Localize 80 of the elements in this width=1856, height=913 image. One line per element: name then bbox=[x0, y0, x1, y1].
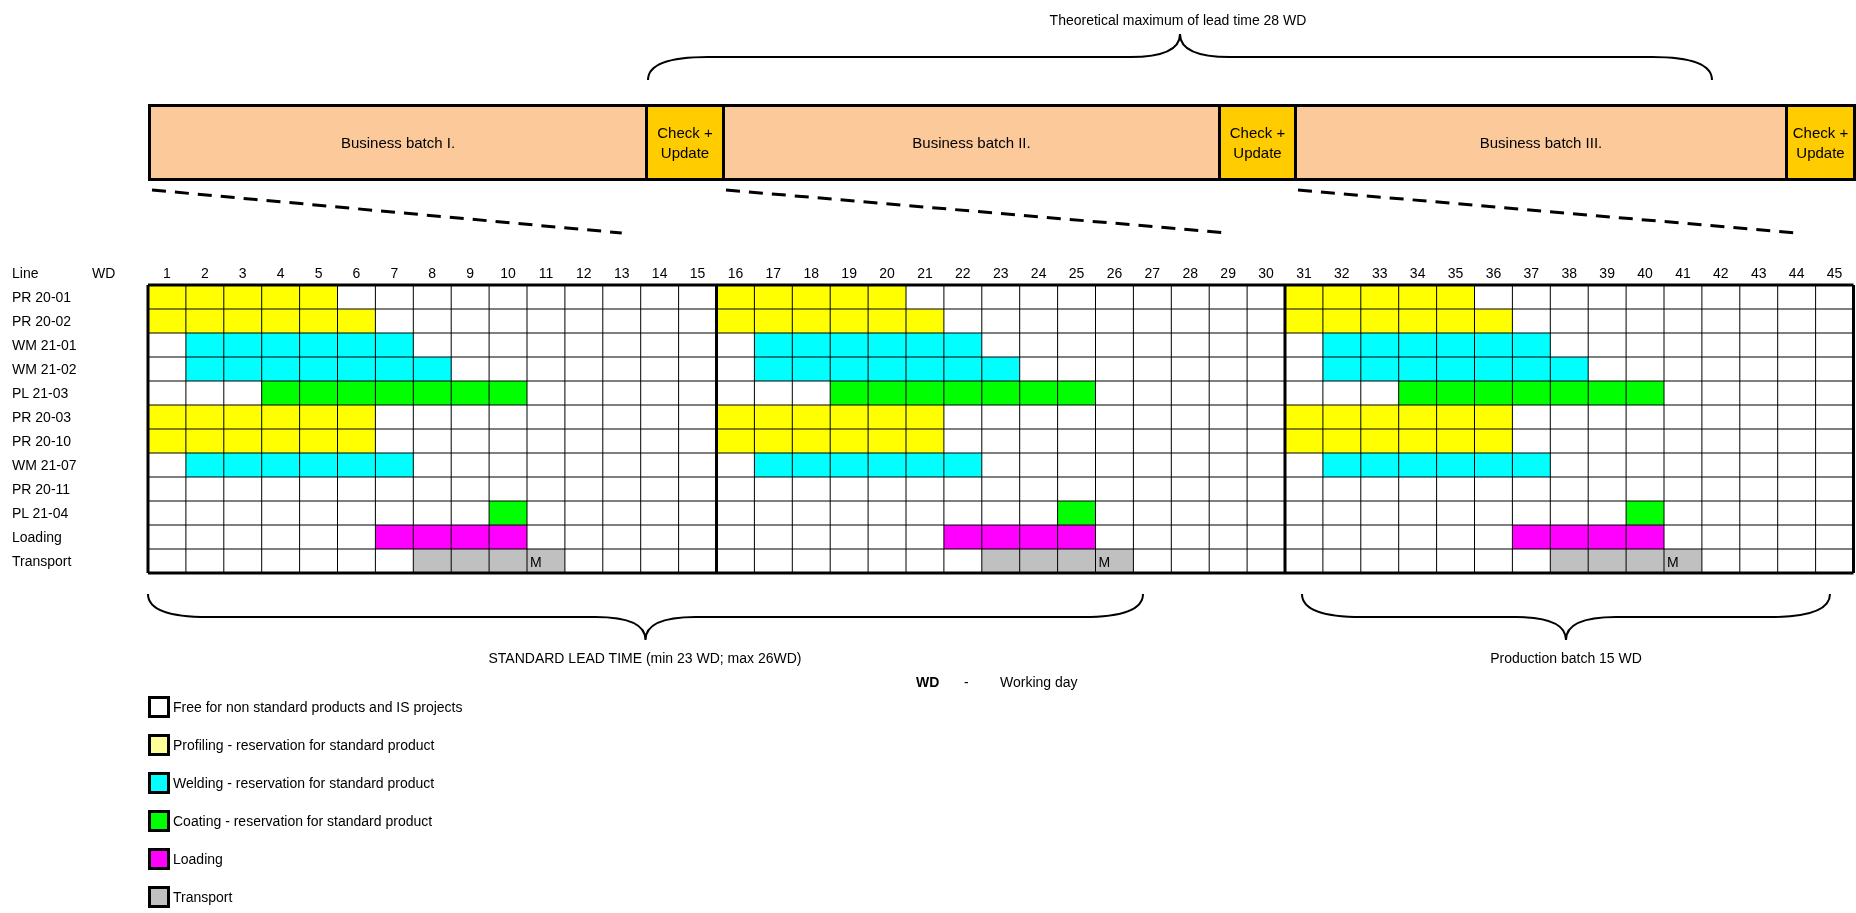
row-label: PL 21-04 bbox=[12, 505, 69, 521]
day-number: 33 bbox=[1371, 265, 1388, 281]
day-number: 23 bbox=[992, 265, 1009, 281]
column-header: WD bbox=[92, 265, 116, 281]
dash-text: - bbox=[964, 674, 969, 690]
row-label: Transport bbox=[12, 553, 72, 569]
day-number: 12 bbox=[576, 265, 592, 281]
day-number: 13 bbox=[613, 265, 630, 281]
brace-label: STANDARD LEAD TIME (min 23 WD; max 26WD) bbox=[488, 650, 802, 666]
day-number: 39 bbox=[1599, 265, 1615, 281]
day-number: 43 bbox=[1750, 265, 1767, 281]
row-label: PR 20-10 bbox=[12, 433, 72, 449]
day-number: 42 bbox=[1713, 265, 1729, 281]
abbreviation-meaning: Working day bbox=[1000, 674, 1078, 690]
day-number: 14 bbox=[651, 265, 668, 281]
day-number: 44 bbox=[1788, 265, 1805, 281]
abbreviation: WD bbox=[916, 674, 940, 690]
day-number: 30 bbox=[1258, 265, 1274, 281]
check-update-bar: Check + Update bbox=[645, 104, 725, 181]
row-label: WM 21-01 bbox=[12, 337, 77, 353]
day-number: 45 bbox=[1826, 265, 1843, 281]
day-number: 41 bbox=[1675, 265, 1691, 281]
day-number: 2 bbox=[200, 265, 209, 281]
day-number: 27 bbox=[1144, 265, 1161, 281]
day-number: 40 bbox=[1637, 265, 1653, 281]
day-number: 21 bbox=[917, 265, 933, 281]
cell-text: M bbox=[1098, 554, 1111, 570]
day-number: 35 bbox=[1447, 265, 1464, 281]
cell-text: M bbox=[530, 554, 542, 570]
row-label: PL 21-03 bbox=[12, 385, 69, 401]
day-number: 19 bbox=[841, 265, 857, 281]
day-number: 7 bbox=[390, 265, 399, 281]
day-number: 4 bbox=[276, 265, 285, 281]
batch-bar: Business batch III. bbox=[1294, 104, 1788, 181]
row-label: PR 20-03 bbox=[12, 409, 72, 425]
legend-text: Welding - reservation for standard product bbox=[173, 775, 435, 791]
day-number: 10 bbox=[500, 265, 516, 281]
day-number: 24 bbox=[1030, 265, 1047, 281]
row-label: WM 21-02 bbox=[12, 361, 77, 377]
legend-text: Profiling - reservation for standard product bbox=[173, 737, 435, 753]
day-number: 37 bbox=[1523, 265, 1540, 281]
day-number: 31 bbox=[1296, 265, 1312, 281]
check-update-bar: Check + Update bbox=[1218, 104, 1297, 181]
day-number: 9 bbox=[466, 265, 475, 281]
legend-text: Transport bbox=[173, 889, 233, 905]
legend-text: Free for non standard products and IS projects bbox=[173, 699, 463, 715]
day-number: 29 bbox=[1220, 265, 1236, 281]
day-number: 5 bbox=[314, 265, 323, 281]
day-number: 26 bbox=[1106, 265, 1123, 281]
day-number: 3 bbox=[238, 265, 247, 281]
day-number: 32 bbox=[1334, 265, 1350, 281]
day-number: 25 bbox=[1068, 265, 1085, 281]
batch-bar: Business batch I. bbox=[148, 104, 648, 181]
day-number: 34 bbox=[1409, 265, 1426, 281]
legend-text: Loading bbox=[173, 851, 223, 867]
row-label: Loading bbox=[12, 529, 62, 545]
day-number: 18 bbox=[803, 265, 820, 281]
check-update-bar: Check + Update bbox=[1785, 104, 1856, 181]
legend-text: Coating - reservation for standard product bbox=[173, 813, 433, 829]
day-number: 17 bbox=[765, 265, 782, 281]
brace-label: Production batch 15 WD bbox=[1490, 650, 1642, 666]
day-number: 16 bbox=[727, 265, 744, 281]
day-number: 22 bbox=[955, 265, 971, 281]
day-number: 20 bbox=[879, 265, 895, 281]
day-number: 15 bbox=[689, 265, 706, 281]
row-label: PR 20-02 bbox=[12, 313, 72, 329]
day-number: 1 bbox=[163, 265, 171, 281]
cell-text: M bbox=[1667, 554, 1679, 570]
day-number: 36 bbox=[1485, 265, 1502, 281]
brace-label: Theoretical maximum of lead time 28 WD bbox=[1049, 12, 1307, 28]
batch-bar: Business batch II. bbox=[722, 104, 1221, 181]
day-number: 28 bbox=[1182, 265, 1199, 281]
day-number: 11 bbox=[538, 265, 554, 281]
day-number: 8 bbox=[428, 265, 437, 281]
column-header: Line bbox=[12, 265, 39, 281]
day-number: 38 bbox=[1561, 265, 1578, 281]
row-label: PR 20-01 bbox=[12, 289, 72, 305]
day-number: 6 bbox=[352, 265, 361, 281]
row-label: PR 20-11 bbox=[12, 481, 71, 497]
row-label: WM 21-07 bbox=[12, 457, 77, 473]
